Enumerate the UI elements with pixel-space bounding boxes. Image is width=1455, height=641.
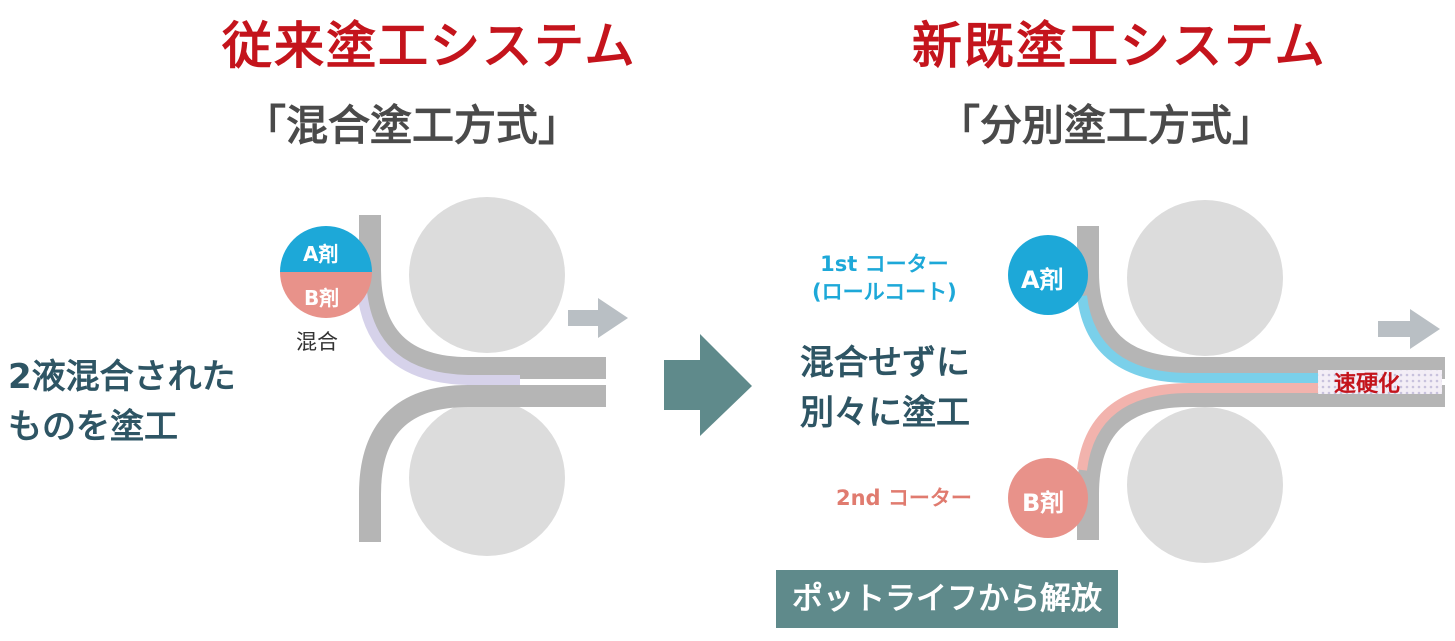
right-badge-a-label: A剤 [1021,266,1064,294]
right-description-line1: 混合せずに [800,343,970,383]
left-lower-web [359,385,606,542]
coater2-label: 2nd コーター [836,486,972,510]
right-lower-roll [1127,407,1283,563]
left-description-line2: ものを塗工 [8,407,178,447]
direction-arrow-icon [1378,309,1440,349]
left-description: 2液混合された ものを塗工 [8,352,236,452]
right-cure-area [1318,370,1442,394]
right-upper-roll [1127,200,1283,356]
right-lower-web [1077,385,1445,540]
left-mix-label: 混合 [296,330,338,354]
direction-arrow-icon [568,298,628,338]
right-a-coating [1077,295,1330,383]
coater1-label: 1st コーター (ロールコート) [812,250,957,306]
left-mixed-coating [357,291,520,385]
left-ab-badge [280,226,372,318]
right-b-coating [1077,383,1330,471]
left-upper-roll [409,197,565,353]
right-title: 新既塗工システム [912,17,1327,75]
coater1-label-line1: 1st コーター [820,252,949,276]
left-badge-b-label: B剤 [304,286,340,310]
left-description-line1: 2液混合された [8,357,236,397]
right-arrow-icon [664,334,752,436]
left-badge-a-label: A剤 [303,242,339,266]
left-title: 従来塗工システム [222,17,637,75]
right-subtitle: 「分別塗工方式」 [938,101,1275,150]
coater1-label-line2: (ロールコート) [812,280,957,304]
right-badge-b-label: B剤 [1022,489,1065,517]
right-description: 混合せずに 別々に塗工 [800,338,970,438]
right-a-badge [1008,235,1088,315]
left-lower-roll [409,400,565,556]
right-description-line2: 別々に塗工 [800,393,970,433]
pot-life-banner: ポットライフから解放 [776,570,1118,628]
right-b-badge [1008,458,1088,538]
right-upper-web [1077,226,1445,379]
left-subtitle: 「混合塗工方式」 [244,101,581,150]
cure-label: 速硬化 [1334,372,1401,397]
